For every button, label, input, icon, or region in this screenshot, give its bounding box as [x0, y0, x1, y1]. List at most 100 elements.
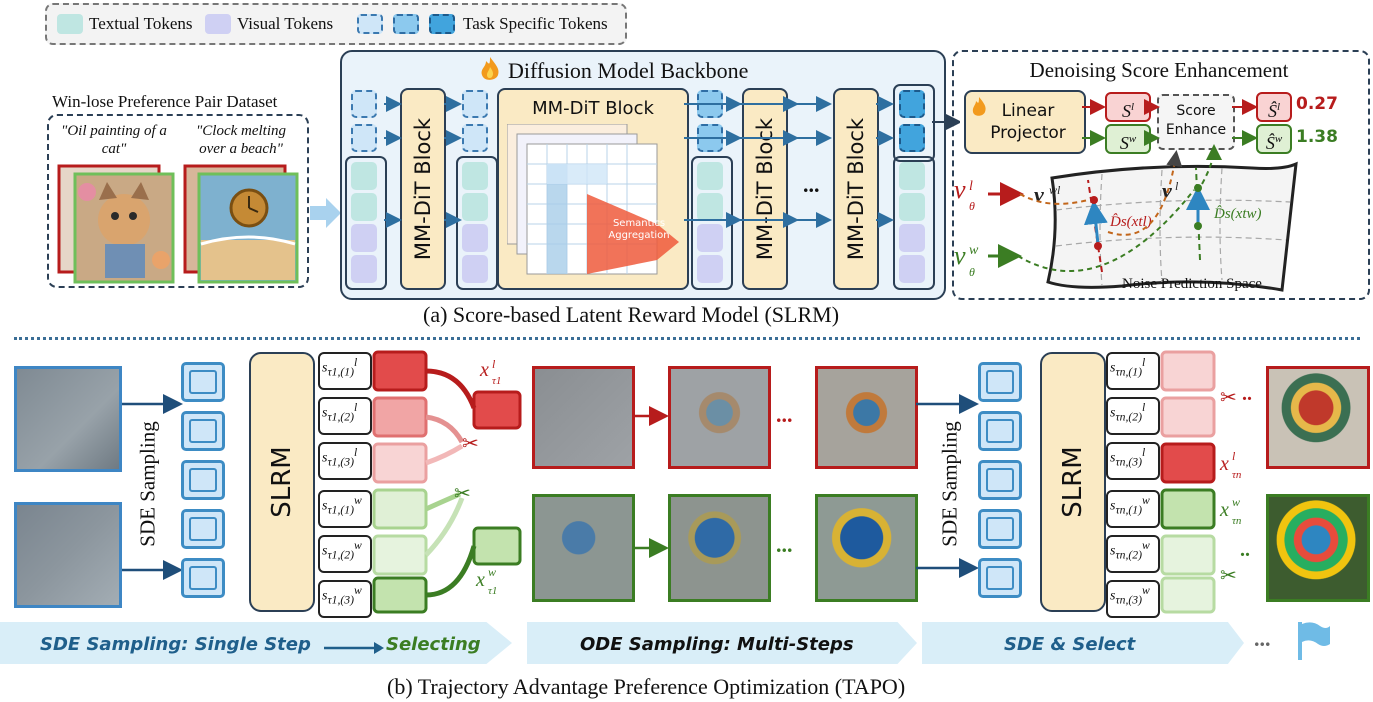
- svg-text:l: l: [1232, 449, 1236, 463]
- caption-b: (b) Trajectory Advantage Preference Opti…: [387, 674, 906, 699]
- image-icon: [978, 509, 1022, 549]
- stage-band-2: [527, 622, 917, 664]
- sampling-arrows-2: [916, 394, 979, 578]
- svg-text:x: x: [475, 569, 485, 591]
- svg-text:..: ..: [1240, 539, 1250, 561]
- score-box: sτn,(2)l: [1106, 397, 1160, 435]
- score-box: sτ1,(2)w: [318, 535, 372, 573]
- candidate-selection-1: ✂ ✂ x l τ1 x w τ1: [372, 350, 522, 614]
- svg-text:✂: ✂: [1220, 565, 1237, 587]
- textual-token-swatch: [57, 14, 83, 34]
- sde-sampling-label-2: SDE Sampling: [937, 421, 962, 547]
- score-enhance-label: Score Enhance: [1165, 103, 1227, 138]
- score-box: sτ1,(1)l: [318, 352, 372, 390]
- stage-band-3: [922, 622, 1244, 664]
- flame-icon: [481, 57, 499, 80]
- noise-space-diagram: v wl v l D̂s(xtl) D̂s(xtw) v l θ v w θ: [954, 99, 1298, 292]
- svg-text:w: w: [1232, 495, 1240, 509]
- image-icon: [978, 460, 1022, 500]
- ode-arrows: [632, 406, 669, 558]
- task-token-swatch-1: [357, 14, 383, 34]
- final-image-lose: [1266, 366, 1370, 469]
- linear-projector: Linear Projector: [964, 90, 1086, 154]
- score-box: sτ1,(3)l: [318, 442, 372, 480]
- band-sde-select: SDE & Select: [1004, 634, 1136, 655]
- mmdit-block-1: MM-DiT Block: [400, 88, 446, 290]
- legend: Textual Tokens Visual Tokens Task Specif…: [45, 3, 627, 45]
- slrm-block-1: SLRM: [249, 352, 315, 612]
- sde-sampling-label-1: SDE Sampling: [135, 421, 160, 547]
- visual-token: [697, 255, 723, 283]
- final-image-win: [1266, 494, 1370, 602]
- visual-token: [899, 224, 925, 252]
- svg-text:w: w: [969, 243, 979, 258]
- text-token: [697, 162, 723, 190]
- image-icon: [181, 558, 225, 598]
- band-more: ...: [1254, 626, 1271, 651]
- ode-bird-1: [532, 366, 635, 469]
- visual-token-swatch: [205, 14, 231, 34]
- ode-bird-3: [815, 366, 918, 469]
- score-lose-value: 0.27: [1296, 94, 1338, 114]
- task-token: [351, 124, 377, 152]
- svg-text:v: v: [954, 175, 966, 204]
- visual-token: [351, 224, 377, 252]
- svg-text:D̂s(xtl): D̂s(xtl): [1109, 214, 1152, 230]
- ellipsis-lose: ...: [776, 402, 793, 427]
- text-token: [351, 193, 377, 221]
- svg-text:l: l: [969, 179, 973, 194]
- noise-space-label: Noise Prediction Space: [1122, 276, 1262, 292]
- svg-text:D̂s(xtw): D̂s(xtw): [1213, 206, 1262, 222]
- legend-textual: Textual Tokens: [89, 14, 193, 33]
- score-box: sτn,(3)w: [1106, 580, 1160, 618]
- svg-text:x: x: [1219, 499, 1229, 521]
- svg-text:wl: wl: [1049, 183, 1061, 197]
- score-box: sτn,(2)w: [1106, 535, 1160, 573]
- band-selecting: Selecting: [386, 634, 481, 655]
- svg-text:l: l: [492, 357, 496, 371]
- visual-token: [899, 255, 925, 283]
- task-token-swatch-2: [393, 14, 419, 34]
- sampling-arrows: [122, 394, 183, 580]
- backbone-arrows: [384, 96, 960, 228]
- score-box: sτn,(1)l: [1106, 352, 1160, 390]
- task-token-swatch-3: [429, 14, 455, 34]
- band-sde-single-step: SDE Sampling: Single Step: [40, 634, 311, 655]
- attention-matrix: [507, 124, 679, 275]
- svg-text:θ: θ: [969, 199, 975, 213]
- dataset-images: [57, 164, 299, 284]
- task-token: [462, 90, 488, 118]
- prompt-cat: "Oil painting of a cat": [61, 123, 167, 157]
- backbone-title: Diffusion Model Backbone: [508, 58, 749, 83]
- dse-panel: [952, 50, 1370, 300]
- legend-visual: Visual Tokens: [237, 14, 334, 33]
- mmdit-block-2: MM-DiT Block: [742, 88, 788, 290]
- score-win-symbol: S: [1119, 133, 1129, 153]
- mmdit-block-3: MM-DiT Block: [833, 88, 879, 290]
- band-arrow: [324, 642, 384, 654]
- score-lose-box: Sl: [1105, 92, 1151, 122]
- svg-text:τ1: τ1: [488, 585, 497, 597]
- mmdit-attention-block: MM-DiT Block Semantics Aggregation: [497, 88, 689, 290]
- score-box: sτ1,(2)l: [318, 397, 372, 435]
- stage-band-1: [0, 622, 512, 664]
- svg-text:v: v: [1034, 182, 1044, 207]
- svg-text:l: l: [1175, 179, 1179, 193]
- svg-text:v: v: [954, 241, 966, 270]
- image-icon: [978, 362, 1022, 402]
- text-token: [697, 193, 723, 221]
- svg-text:✂: ✂: [1220, 387, 1237, 409]
- score-lose-symbol: S: [1121, 101, 1131, 121]
- image-icon: [181, 362, 225, 402]
- text-token: [899, 193, 925, 221]
- ode-parrot-1: [532, 494, 635, 602]
- enhanced-score-win-box: Ŝw: [1256, 124, 1292, 154]
- svg-text:✂: ✂: [454, 483, 471, 505]
- caption-a: (a) Score-based Latent Reward Model (SLR…: [423, 302, 840, 327]
- text-token: [351, 162, 377, 190]
- task-token: [351, 90, 377, 118]
- linear-projector-label: Linear Projector: [990, 101, 1066, 143]
- svg-text:✂: ✂: [462, 433, 479, 455]
- image-icon: [978, 558, 1022, 598]
- band-ode-multi-steps: ODE Sampling: Multi-Steps: [580, 634, 854, 655]
